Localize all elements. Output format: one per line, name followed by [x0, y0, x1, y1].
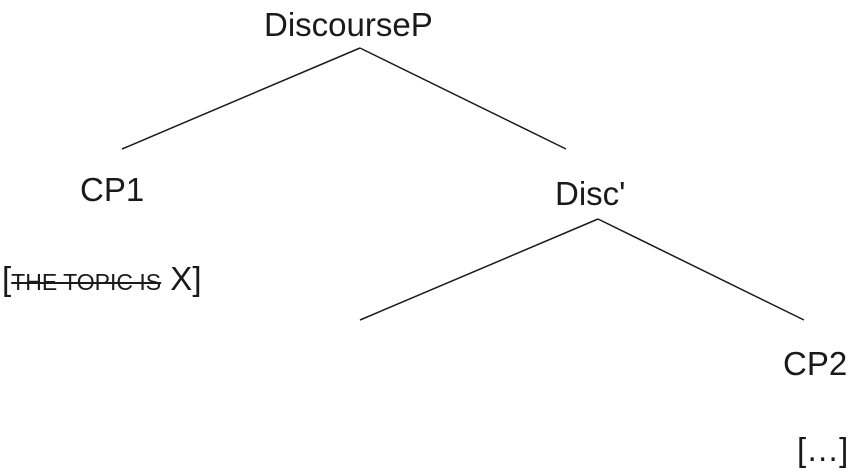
- branch-root-discbar: [359, 47, 567, 150]
- topic-value: X]: [161, 260, 202, 297]
- open-bracket: [: [2, 260, 12, 297]
- branch-root-cp1: [121, 47, 361, 150]
- branch-discbar-cp2: [597, 218, 805, 321]
- node-discoursep: DiscourseP: [264, 6, 433, 43]
- cp1-content: [THE TOPIC IS X]: [2, 262, 202, 295]
- node-cp2: CP2: [783, 345, 848, 382]
- branch-discbar-left: [359, 218, 599, 321]
- deleted-text: THE TOPIC IS: [11, 269, 162, 295]
- cp2-content: […]: [797, 431, 849, 468]
- node-disc-bar: Disc': [555, 175, 626, 212]
- node-cp1: CP1: [80, 171, 145, 208]
